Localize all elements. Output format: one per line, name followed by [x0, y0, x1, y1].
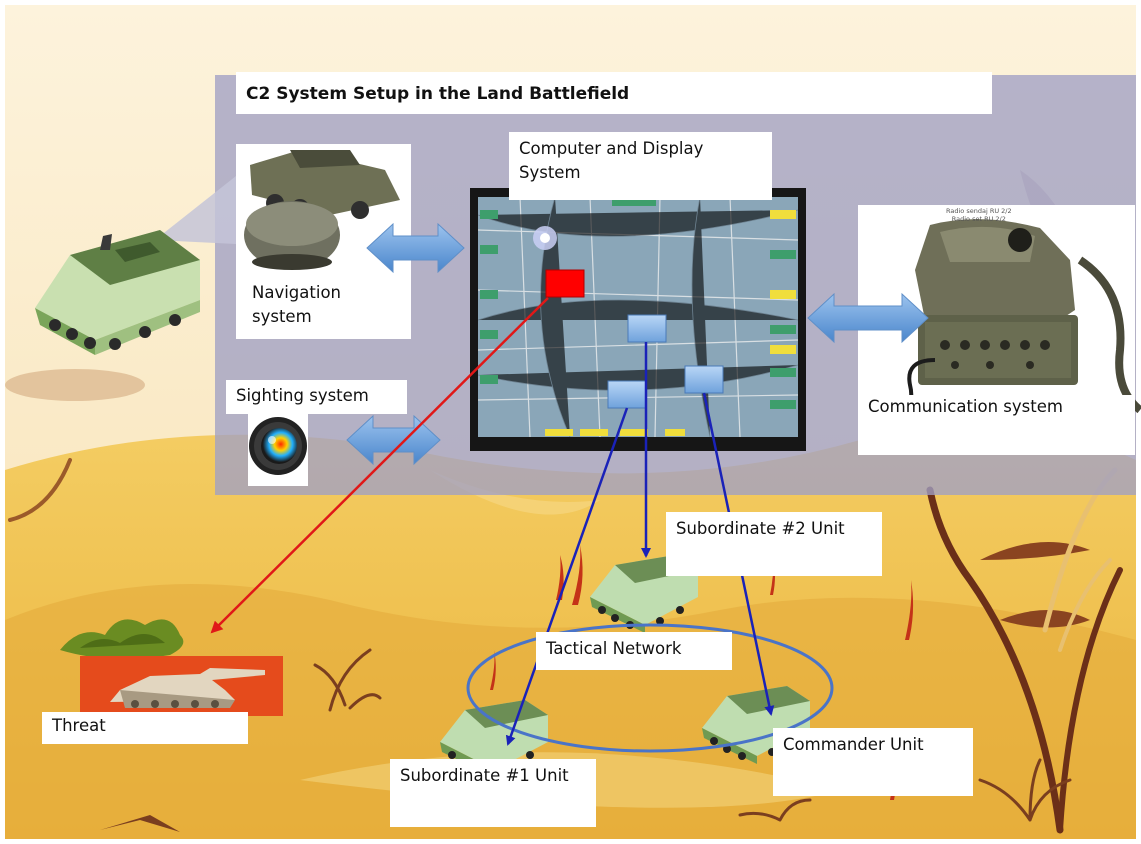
green-bush [60, 619, 184, 659]
label-subordinate-2: Subordinate #2 Unit [666, 512, 882, 576]
diagram-title: C2 System Setup in the Land Battlefield [236, 72, 992, 114]
threat-marker [545, 269, 585, 298]
brown-shrubs [313, 648, 1072, 822]
unit-block-commander [684, 365, 724, 394]
label-commander: Commander Unit [773, 728, 973, 796]
desert-tree-right [926, 467, 1123, 834]
label-tactical-network: Tactical Network [536, 632, 732, 670]
label-sighting: Sighting system [226, 380, 407, 414]
display-comm-arrow [807, 292, 929, 344]
nav-display-arrow [366, 222, 465, 274]
tactical-network-ring [466, 623, 834, 753]
label-threat: Threat [42, 712, 248, 744]
unit-block-subordinate-2 [627, 314, 667, 343]
unit-block-subordinate-1 [607, 380, 647, 409]
link-arrow-subordinate-1 [505, 407, 629, 746]
radio-caption: Radio sendaj RU 2/2 Radio set RU 2/2 [946, 207, 1012, 223]
sighting-system-image [248, 406, 308, 486]
zoom-cone [155, 176, 236, 244]
armored-vehicle [35, 230, 200, 355]
label-communication: Communication system [858, 395, 1135, 435]
label-navigation: Navigation system [242, 276, 402, 338]
threat-image [80, 656, 283, 716]
radio-caption-line-2: Radio set RU 2/2 [951, 215, 1006, 223]
desert-tree-left [8, 458, 180, 832]
threat-arrow [210, 297, 549, 634]
label-computer-display: Computer and Display System [509, 132, 772, 200]
label-subordinate-1: Subordinate #1 Unit [390, 759, 596, 827]
radio-caption-line-1: Radio sendaj RU 2/2 [946, 207, 1012, 215]
